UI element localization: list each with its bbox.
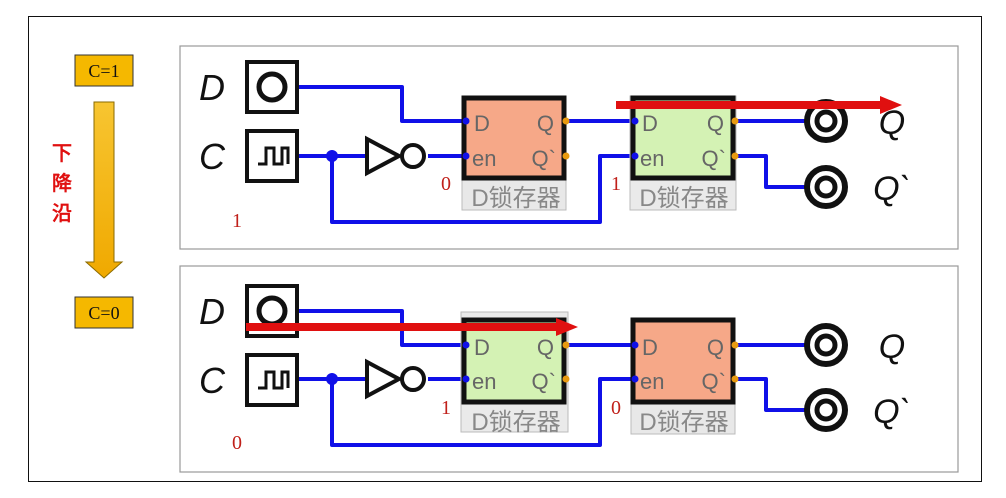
c-high-label: C=1 bbox=[88, 61, 119, 81]
latch1-q-pin: Q bbox=[537, 111, 554, 136]
edge-char-1: 下 bbox=[52, 143, 72, 165]
latch1-d-pin: D bbox=[474, 111, 490, 136]
input-c-label: C bbox=[199, 136, 226, 177]
panel-c-low: D C D Q en Q` D锁存器 1 bbox=[179, 265, 959, 473]
c-low-label: C=0 bbox=[88, 303, 119, 323]
edge-char-3: 沿 bbox=[52, 202, 72, 225]
latch1-qn-pin: Q` bbox=[532, 146, 556, 171]
data-flow-arrow bbox=[616, 96, 902, 114]
latch2-d-pin: D bbox=[642, 335, 658, 360]
input-d-label: D bbox=[199, 291, 225, 332]
d-latch-2 bbox=[630, 317, 739, 435]
d-latch-2 bbox=[629, 95, 739, 211]
latch2-q-pin: Q bbox=[707, 335, 724, 360]
junction-dot bbox=[326, 150, 338, 162]
latch2-name: D锁存器 bbox=[639, 185, 728, 212]
clock-edge-annotation: C=1 下 降 沿 C=0 bbox=[52, 54, 134, 329]
edge-char-2: 降 bbox=[52, 171, 73, 195]
input-d-label: D bbox=[199, 67, 225, 108]
clock-value: 0 bbox=[232, 432, 242, 454]
clock-input bbox=[245, 353, 299, 407]
latch1-en-value: 0 bbox=[441, 173, 451, 195]
panel-border bbox=[179, 265, 959, 473]
panel-border bbox=[179, 45, 959, 250]
latch1-qn-pin: Q` bbox=[532, 369, 556, 394]
latch1-en-pin: en bbox=[472, 369, 496, 394]
c-low-box bbox=[74, 296, 134, 329]
not-gate bbox=[365, 358, 426, 400]
panel-c-high: D C D Q en Q` D锁存器 0 bbox=[179, 45, 959, 250]
latch2-name: D锁存器 bbox=[639, 409, 728, 436]
data-flow-arrow bbox=[246, 318, 578, 336]
latch1-en-value: 1 bbox=[441, 397, 451, 419]
output-qn-label: Q` bbox=[873, 170, 911, 208]
output-qn-led bbox=[804, 388, 848, 432]
latch2-en-pin: en bbox=[640, 369, 664, 394]
d-latch-1 bbox=[460, 311, 570, 433]
output-qn-label: Q` bbox=[873, 393, 911, 431]
d-latch-1 bbox=[461, 95, 570, 211]
not-gate bbox=[365, 135, 426, 177]
latch2-q-pin: Q bbox=[707, 111, 724, 136]
clock-value: 1 bbox=[232, 210, 242, 232]
latch2-en-pin: en bbox=[640, 146, 664, 171]
c-high-box bbox=[74, 54, 134, 87]
latch1-en-pin: en bbox=[472, 146, 496, 171]
latch2-en-value: 1 bbox=[611, 173, 621, 195]
input-d-switch bbox=[245, 60, 299, 114]
falling-edge-arrow bbox=[84, 101, 124, 279]
output-q-led bbox=[804, 323, 848, 367]
input-c-label: C bbox=[199, 360, 226, 401]
latch2-d-pin: D bbox=[642, 111, 658, 136]
clock-input bbox=[245, 129, 299, 183]
junction-dot bbox=[326, 373, 338, 385]
wires bbox=[298, 85, 806, 224]
output-qn-led bbox=[804, 165, 848, 209]
latch2-qn-pin: Q` bbox=[702, 369, 726, 394]
latch2-qn-pin: Q` bbox=[702, 146, 726, 171]
latch1-q-pin: Q bbox=[537, 335, 554, 360]
latch1-d-pin: D bbox=[474, 335, 490, 360]
latch2-en-value: 0 bbox=[611, 397, 621, 419]
output-q-label: Q bbox=[879, 328, 905, 366]
latch1-name: D锁存器 bbox=[471, 185, 560, 212]
latch1-name: D锁存器 bbox=[471, 409, 560, 436]
